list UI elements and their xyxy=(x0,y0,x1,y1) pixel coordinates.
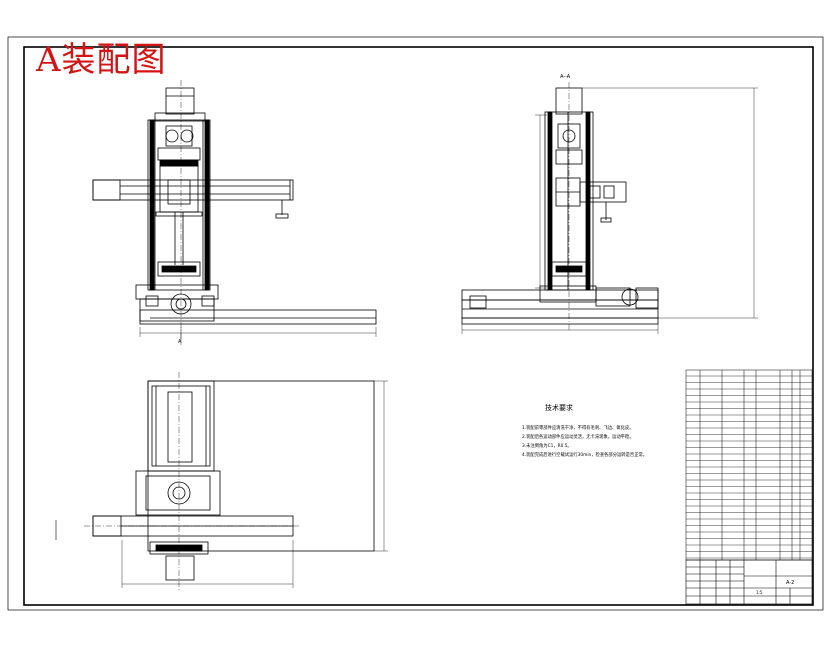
side-section-label: A--A xyxy=(560,74,571,80)
technical-note: 1.装配前零部件应清洗干净，不得有毛刺、飞边、氧化皮。 xyxy=(522,426,634,431)
inner-frame xyxy=(23,46,814,606)
technical-note: 2.装配后各运动部件应运动灵活，无卡滞现象，运动平稳。 xyxy=(522,435,634,440)
outer-frame xyxy=(7,36,824,611)
parts-list-rows xyxy=(686,375,812,559)
technical-requirements-title: 技术要求 xyxy=(545,404,573,412)
front-view xyxy=(92,80,377,345)
top-view xyxy=(55,372,388,590)
technical-note: 3.未注倒角为C1，R0.5。 xyxy=(522,444,572,449)
drawing-number: A-2 xyxy=(786,580,794,586)
side-view xyxy=(461,82,758,334)
parts-list xyxy=(685,369,813,561)
technical-note: 4.装配完成后进行空载试运行30min，检查各部分运转是否正常。 xyxy=(522,453,648,458)
drawing-title: A装配图 xyxy=(36,40,167,80)
section-arrow-label: A xyxy=(178,339,182,345)
drawing-scale: 1:5 xyxy=(756,590,763,595)
title-block xyxy=(685,559,813,605)
